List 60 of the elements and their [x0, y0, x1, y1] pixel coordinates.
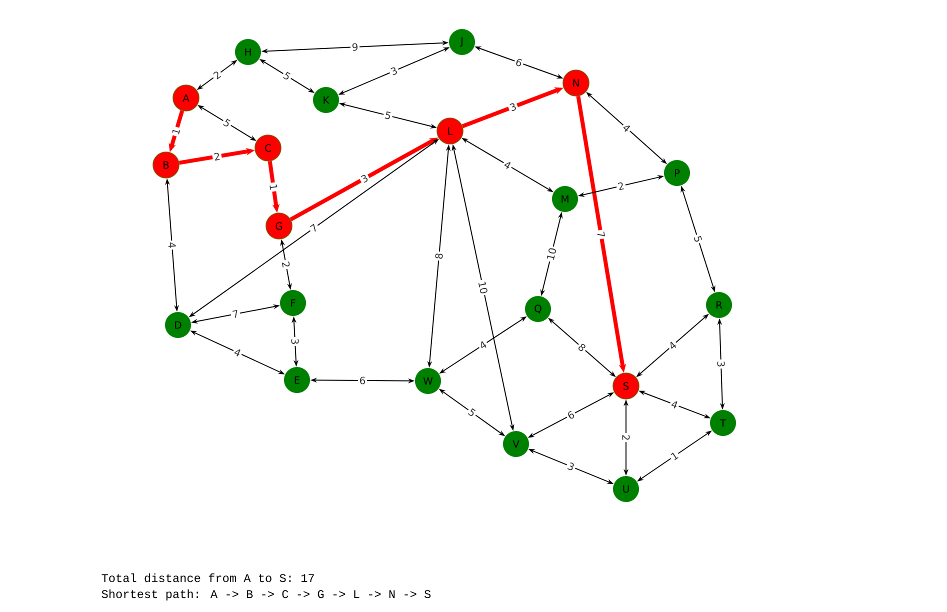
- edge-label: 4: [666, 338, 680, 352]
- edge-label: 7: [307, 221, 321, 235]
- graph-node: J: [449, 29, 475, 55]
- edge-label: 1: [268, 182, 280, 192]
- edge-label: 1: [170, 126, 182, 138]
- edge-label: 4: [166, 240, 178, 250]
- graph-node: A: [172, 84, 200, 112]
- graph-node: M: [552, 186, 578, 212]
- edge-label: 2: [620, 433, 632, 442]
- edge-label: 7: [595, 229, 607, 240]
- edge-label: 7: [230, 308, 241, 320]
- edge-label: 6: [564, 408, 578, 422]
- graph-node: T: [710, 410, 736, 436]
- edge-label: 4: [620, 121, 634, 135]
- edge-label: 9: [350, 42, 360, 52]
- edge-label: 4: [668, 398, 681, 411]
- edge-label: 2: [212, 150, 222, 162]
- graph-node: S: [612, 372, 640, 400]
- edge-label: 5: [692, 233, 704, 245]
- graph-node: D: [165, 312, 191, 338]
- edge-label: 5: [280, 69, 294, 83]
- graph-node: L: [436, 118, 464, 144]
- graph-node: V: [503, 431, 529, 457]
- edge-label: 3: [290, 336, 300, 346]
- graph-node: U: [613, 476, 639, 502]
- edge-label: 4: [476, 338, 490, 352]
- edge-label: 3: [506, 100, 520, 114]
- edge-label: 5: [382, 110, 394, 122]
- graph-node: Q: [525, 296, 551, 322]
- edge-label: 1: [668, 449, 682, 463]
- edge-label: 2: [280, 259, 292, 270]
- graph-node: R: [706, 292, 732, 318]
- edge-label: 3: [564, 460, 578, 473]
- graph-node: N: [562, 70, 590, 96]
- edge-label: 5: [220, 116, 234, 130]
- edge-label: 3: [716, 359, 726, 369]
- edge-label: 6: [512, 56, 525, 69]
- edge-label: 3: [358, 172, 371, 186]
- graph-node: H: [235, 39, 261, 65]
- graph-node: F: [280, 290, 306, 316]
- edge-label: 6: [358, 375, 368, 386]
- edge-label: 10: [476, 278, 490, 296]
- edge-label: 5: [465, 406, 479, 420]
- summary-text: Total distance from A to S: 17: [102, 573, 314, 582]
- edge-label: 4: [231, 346, 244, 359]
- graph-node: B: [152, 152, 180, 178]
- graph-node: K: [313, 87, 339, 113]
- edge-label: 10: [544, 245, 558, 263]
- graph-node: G: [266, 212, 292, 240]
- edge-label: 2: [615, 180, 627, 192]
- edge-label: 8: [575, 340, 589, 354]
- graph-node: C: [254, 134, 282, 162]
- graph-node: W: [415, 368, 441, 394]
- edge-label: 2: [210, 68, 224, 82]
- graph-node: P: [664, 160, 690, 186]
- edge-label: 3: [388, 64, 400, 78]
- edge-label: 4: [501, 158, 514, 172]
- graph-node: E: [284, 367, 310, 393]
- summary-text: Shortest path: A -> B -> C -> G -> L -> N -> S: [102, 589, 431, 600]
- edge-label: 8: [434, 251, 444, 262]
